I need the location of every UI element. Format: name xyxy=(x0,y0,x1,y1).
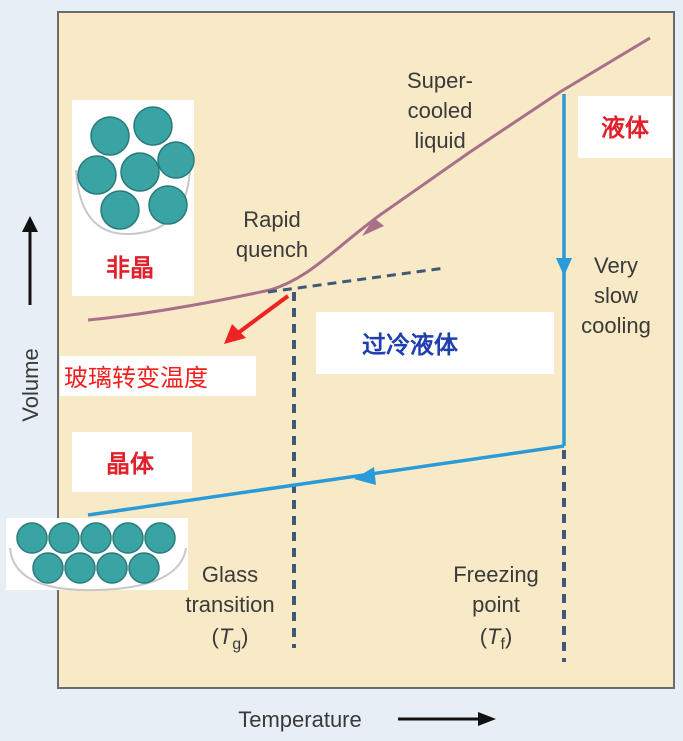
freezing-point-label-line1: Freezing xyxy=(453,562,539,587)
crystal-atoms-illustration xyxy=(6,518,188,592)
atom xyxy=(32,552,64,584)
amorphous-annotation: 非晶 xyxy=(106,254,154,282)
glass-transition-temp-box xyxy=(60,356,256,396)
rapid-quench-label-line1: Rapid xyxy=(243,207,300,232)
atom xyxy=(133,106,173,146)
atom xyxy=(64,552,96,584)
liquid-annotation-box xyxy=(578,96,672,158)
crystal-container-bowl xyxy=(9,547,187,592)
atom xyxy=(144,522,176,554)
supercooled-liquid-curve xyxy=(87,36,651,322)
very-slow-cooling-label-line1: Very xyxy=(594,253,638,278)
supercooled-liquid-annotation: 过冷液体 xyxy=(362,331,459,359)
supercooled-label-line2: cooled xyxy=(408,98,473,123)
atom xyxy=(90,116,130,156)
atom xyxy=(128,552,160,584)
atom xyxy=(96,552,128,584)
supercooled-liquid-annotation-box xyxy=(316,312,554,374)
red-pointer-arrow-line xyxy=(236,294,290,335)
glass-transition-label-line1: Glass xyxy=(202,562,258,587)
atom xyxy=(148,185,188,225)
red-pointer-arrowhead xyxy=(224,324,246,344)
atom xyxy=(112,522,144,554)
y-axis-arrowhead xyxy=(22,216,38,232)
freezing-point-label-line2: point xyxy=(472,592,520,617)
freezing-point-symbol: (Tf) xyxy=(480,624,513,653)
x-axis-label: Temperature xyxy=(238,707,362,732)
rapid-quench-label-line2: quench xyxy=(236,237,308,262)
very-slow-cooling-label-line3: cooling xyxy=(581,313,651,338)
atom xyxy=(100,190,140,230)
supercooled-label-line1: Super- xyxy=(407,68,473,93)
amorphous-annotation-box xyxy=(72,240,194,296)
glass-transition-symbol: (Tg) xyxy=(211,624,248,653)
x-axis-arrowhead xyxy=(478,712,496,726)
crystal-line xyxy=(87,444,565,517)
atom xyxy=(16,522,48,554)
atom xyxy=(120,152,160,192)
atom xyxy=(80,522,112,554)
supercooled-arrowhead xyxy=(362,218,384,236)
slow-cooling-arrowhead xyxy=(556,258,572,276)
amorphous-atoms-illustration xyxy=(72,100,195,240)
crystal-annotation: 晶体 xyxy=(106,450,155,478)
liquid-annotation: 液体 xyxy=(601,114,650,142)
atom xyxy=(77,155,117,195)
very-slow-cooling-label-line2: slow xyxy=(594,283,638,308)
supercooled-label-line3: liquid xyxy=(414,128,465,153)
atom xyxy=(48,522,80,554)
glass-transition-temp-annotation: 玻璃转变温度 xyxy=(64,364,208,392)
atom xyxy=(157,141,195,179)
crystal-arrowhead xyxy=(354,467,376,485)
glass-transition-label-line2: transition xyxy=(185,592,274,617)
y-axis-label: Volume xyxy=(18,348,43,421)
crystal-annotation-box xyxy=(72,432,192,492)
